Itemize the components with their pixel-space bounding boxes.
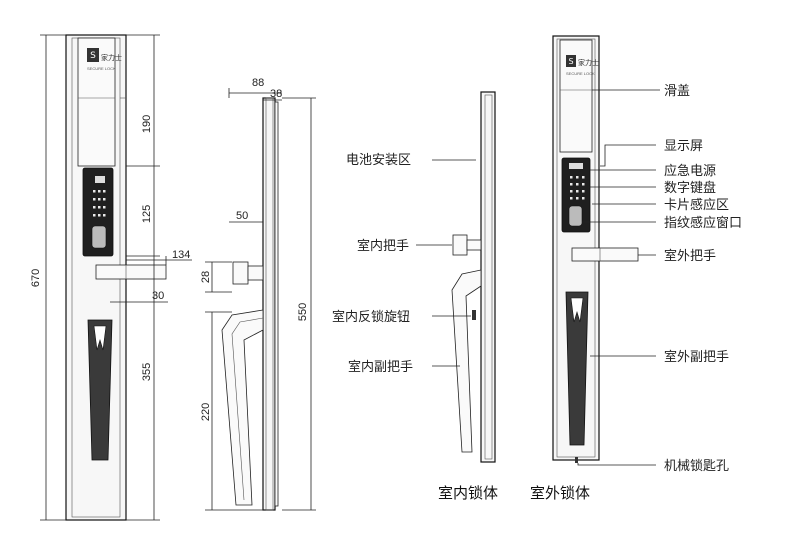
label-outdoor-sub-handle: 室外副把手 [664, 349, 729, 365]
label-outdoor-handle: 室外把手 [664, 248, 716, 264]
label-key-hole: 机械锁匙孔 [664, 458, 729, 474]
indoor-body-frame [480, 91, 496, 463]
label-slide-cover: 滑盖 [664, 84, 690, 99]
front-fingerprint-window [91, 225, 107, 249]
indoor-handle [452, 234, 468, 256]
dim-bottom: 355 [141, 363, 153, 381]
label-card-area: 卡片感应区 [664, 197, 729, 213]
label-keypad: 数字键盘 [664, 180, 716, 196]
label-fingerprint: 指纹感应窗口 [664, 215, 742, 231]
outdoor-handle [571, 247, 639, 262]
outdoor-fingerprint-window [568, 205, 583, 227]
front-display [95, 176, 105, 183]
side-sub-handle [221, 309, 264, 506]
dim-knob: 50 [236, 210, 248, 222]
dim-top: 190 [141, 115, 153, 133]
front-keypad [93, 190, 106, 217]
brand-logo: S 家力士 SECURE LOCK [87, 48, 122, 71]
dim-depth-inner: 38 [270, 88, 282, 100]
dim-middle: 125 [141, 205, 153, 223]
front-handle [95, 264, 167, 280]
dim-knob-height: 28 [200, 271, 212, 283]
dim-handle: 134 [172, 249, 190, 261]
outdoor-sub-handle [565, 291, 589, 446]
brand-sub: SECURE LOCK [87, 66, 116, 71]
outdoor-brand-logo: S 家力士 SECURE LOCK [566, 55, 599, 76]
label-indoor-handle: 室内把手 [357, 238, 409, 254]
label-display: 显示屏 [664, 139, 703, 154]
label-indoor-lock-knob: 室内反锁旋钮 [332, 309, 410, 325]
caption-outdoor-body: 室外锁体 [530, 484, 590, 502]
indoor-lock-knob [472, 310, 476, 320]
svg-text:S: S [90, 51, 96, 61]
indoor-body: 电池安装区 室内把手 室内反锁旋钮 室内副把手 室内锁体 [332, 91, 498, 502]
side-view: 88 38 50 28 550 220 [200, 77, 316, 511]
brand-name: 家力士 [101, 53, 122, 62]
svg-text:S: S [568, 57, 573, 66]
label-battery-area: 电池安装区 [346, 153, 411, 168]
dim-total-height: 670 [30, 269, 42, 287]
indoor-sub-handle [451, 269, 482, 453]
outdoor-body: S 家力士 SECURE LOCK 滑盖 显示屏 应急电源 数字键盘 卡片感应区… [530, 35, 742, 502]
label-indoor-sub-handle: 室内副把手 [348, 359, 413, 375]
indoor-handle-stem [466, 239, 482, 251]
side-knob-stem [247, 265, 264, 281]
outdoor-brand-sub: SECURE LOCK [566, 71, 595, 76]
label-emergency-power: 应急电源 [664, 163, 716, 179]
dim-handle-offset: 30 [152, 290, 164, 302]
caption-indoor-body: 室内锁体 [438, 484, 498, 502]
dim-lower: 220 [200, 403, 212, 421]
outdoor-key-hole [575, 457, 578, 463]
outdoor-keypad [570, 176, 585, 200]
front-view: S 家力士 SECURE LOCK 670 190 125 [30, 34, 192, 521]
outdoor-display [569, 163, 583, 169]
dim-depth: 88 [252, 77, 264, 89]
side-knob [232, 261, 249, 285]
dim-body: 550 [297, 303, 309, 321]
outdoor-brand-name: 家力士 [578, 58, 599, 67]
front-sub-handle [87, 319, 113, 461]
